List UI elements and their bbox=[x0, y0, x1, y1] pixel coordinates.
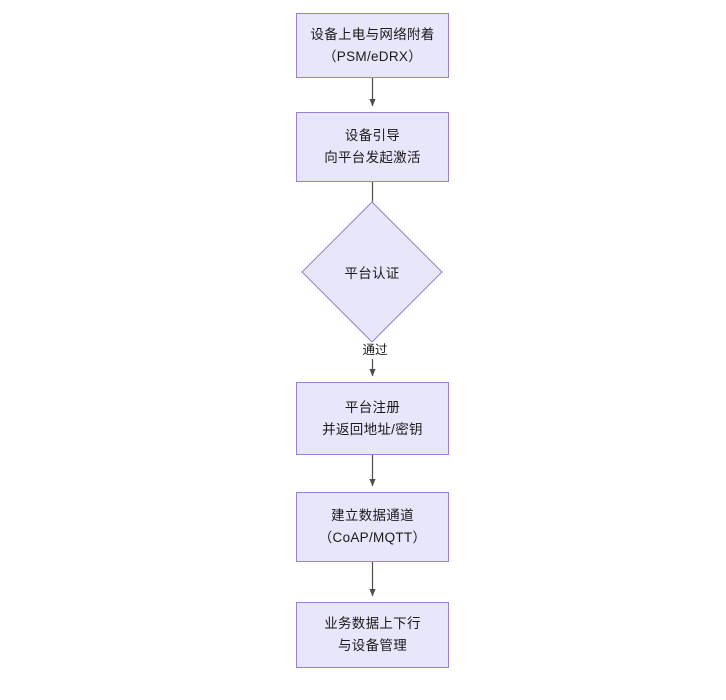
node-line-1: 平台注册 bbox=[344, 399, 401, 415]
node-line-2: 并返回地址/密钥 bbox=[322, 421, 423, 437]
node-establish-data-channel[interactable]: 建立数据通道 （CoAP/MQTT） bbox=[296, 492, 449, 562]
node-line-2: （CoAP/MQTT） bbox=[318, 530, 427, 545]
node-device-bootstrap[interactable]: 设备引导 向平台发起激活 bbox=[296, 112, 449, 182]
node-line-1: 业务数据上下行 bbox=[324, 616, 421, 632]
node-business-data-and-management[interactable]: 业务数据上下行 与设备管理 bbox=[296, 602, 449, 668]
node-line-2: 向平台发起激活 bbox=[324, 150, 421, 165]
node-device-power-on[interactable]: 设备上电与网络附着 （PSM/eDRX） bbox=[296, 13, 449, 78]
node-platform-register[interactable]: 平台注册 并返回地址/密钥 bbox=[296, 382, 449, 455]
node-line-2: 与设备管理 bbox=[338, 638, 407, 653]
node-line-2: （PSM/eDRX） bbox=[322, 48, 423, 64]
node-line-1: 设备引导 bbox=[344, 128, 401, 144]
node-line-1: 建立数据通道 bbox=[331, 508, 414, 524]
node-line-1: 设备上电与网络附着 bbox=[310, 26, 435, 42]
edge-label-pass: 通过 bbox=[352, 342, 398, 359]
edge-label-text: 通过 bbox=[362, 343, 388, 357]
